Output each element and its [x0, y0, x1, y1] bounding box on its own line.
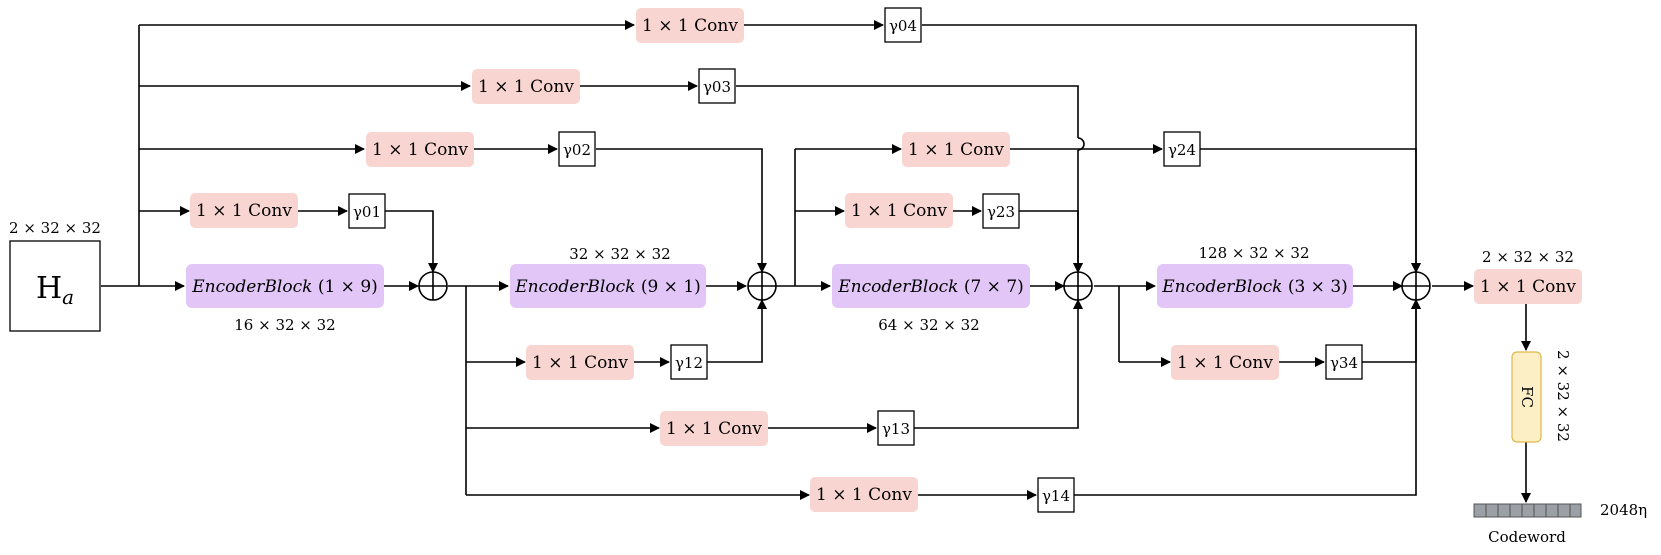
svg-text:EncoderBlock (9 × 1): EncoderBlock (9 × 1): [514, 277, 701, 297]
gamma-box: γ01: [348, 193, 386, 229]
encoder-block-kernel: (1 × 9): [318, 277, 378, 297]
gamma-box: γ14: [1037, 477, 1075, 513]
conv-box: 1 × 1 Conv: [526, 345, 634, 380]
conv-box-label: 1 × 1 Conv: [908, 140, 1004, 160]
encoder-block-1-dims: 16 × 32 × 32: [234, 316, 335, 334]
gamma-box: γ13: [877, 410, 915, 446]
encoder-block-1: EncoderBlock (1 × 9): [186, 264, 384, 308]
svg-text:EncoderBlock (7 × 7): EncoderBlock (7 × 7): [837, 277, 1024, 297]
conv-box: 1 × 1 Conv: [190, 193, 298, 228]
fc-block: FC: [1511, 351, 1542, 443]
gamma-label: γ01: [353, 203, 381, 221]
gamma-label: γ34: [1330, 354, 1358, 372]
encoder-block-2-dims: 32 × 32 × 32: [569, 245, 670, 263]
encoder-block-3-dims: 64 × 32 × 32: [878, 316, 979, 334]
encoder-block-name: EncoderBlock: [514, 277, 635, 297]
encoder-block-name: EncoderBlock: [837, 277, 958, 297]
conv-box-label: 1 × 1 Conv: [1177, 353, 1273, 373]
sum-node: [1401, 271, 1431, 301]
gamma-label: γ12: [675, 354, 703, 372]
conv-box-label: 1 × 1 Conv: [851, 201, 947, 221]
codeword-bar: [1473, 503, 1582, 518]
codeword-label: Codeword: [1488, 528, 1566, 546]
conv-box-label: 1 × 1 Conv: [196, 201, 292, 221]
sum-node: [747, 271, 777, 301]
gamma-label: γ24: [1168, 141, 1196, 159]
input-symbol: H: [36, 271, 62, 306]
input-dims: 2 × 32 × 32: [9, 219, 101, 237]
conv-box-label: 1 × 1 Conv: [1480, 277, 1576, 297]
svg-text:EncoderBlock (1 × 9): EncoderBlock (1 × 9): [191, 277, 378, 297]
encoder-block-4: EncoderBlock (3 × 3): [1157, 264, 1353, 308]
gamma-box: γ24: [1163, 131, 1201, 167]
encoder-block-kernel: (7 × 7): [964, 277, 1024, 297]
conv-box-label: 1 × 1 Conv: [816, 485, 912, 505]
gamma-box: γ23: [982, 193, 1020, 229]
gamma-box: γ02: [558, 131, 596, 167]
fc-dims: 2 × 32 × 32: [1554, 350, 1572, 442]
conv-box: 1 × 1 Conv: [845, 193, 953, 228]
gamma-label: γ13: [882, 420, 910, 438]
gamma-label: γ03: [703, 78, 731, 96]
conv-box-label: 1 × 1 Conv: [642, 16, 738, 36]
gamma-box: γ12: [670, 344, 708, 380]
encoder-block-kernel: (9 × 1): [641, 277, 701, 297]
gamma-label: γ23: [987, 203, 1015, 221]
sum-node: [418, 271, 448, 301]
conv-box: 1 × 1 Conv: [902, 132, 1010, 167]
svg-text:EncoderBlock (3 × 3): EncoderBlock (3 × 3): [1161, 277, 1348, 297]
gamma-box: γ03: [698, 68, 736, 104]
conv-box: 1 × 1 Conv: [472, 69, 580, 104]
connections: [101, 20, 1531, 503]
conv-box: 1 × 1 Conv: [660, 411, 768, 446]
encoder-block-3: EncoderBlock (7 × 7): [832, 264, 1030, 308]
sum-node: [1063, 271, 1093, 301]
encoder-block-2: EncoderBlock (9 × 1): [510, 264, 706, 308]
gamma-label: γ02: [563, 141, 591, 159]
output-conv-dims: 2 × 32 × 32: [1482, 248, 1574, 266]
conv-box-label: 1 × 1 Conv: [372, 140, 468, 160]
svg-text:Ha: Ha: [36, 271, 74, 309]
codeword-size: 2048η: [1600, 501, 1647, 519]
conv-box-label: 1 × 1 Conv: [478, 77, 574, 97]
conv-box-label: 1 × 1 Conv: [666, 419, 762, 439]
input-subscript: a: [62, 285, 74, 309]
conv-box-label: 1 × 1 Conv: [532, 353, 628, 373]
encoder-block-4-dims: 128 × 32 × 32: [1198, 244, 1309, 262]
gamma-label: γ14: [1042, 487, 1070, 505]
encoder-block-name: EncoderBlock: [1161, 277, 1282, 297]
conv-box: 1 × 1 Conv: [366, 132, 474, 167]
gamma-box: γ04: [884, 7, 922, 43]
encoder-block-name: EncoderBlock: [191, 277, 312, 297]
conv-box: 1 × 1 Conv: [636, 8, 744, 43]
input-node: Ha: [9, 240, 101, 332]
output-conv-box: 1 × 1 Conv: [1474, 269, 1582, 304]
encoder-block-kernel: (3 × 3): [1288, 277, 1348, 297]
conv-box: 1 × 1 Conv: [1171, 345, 1279, 380]
gamma-box: γ34: [1325, 344, 1363, 380]
conv-box: 1 × 1 Conv: [810, 477, 918, 512]
fc-label: FC: [1518, 386, 1536, 408]
gamma-label: γ04: [889, 17, 917, 35]
